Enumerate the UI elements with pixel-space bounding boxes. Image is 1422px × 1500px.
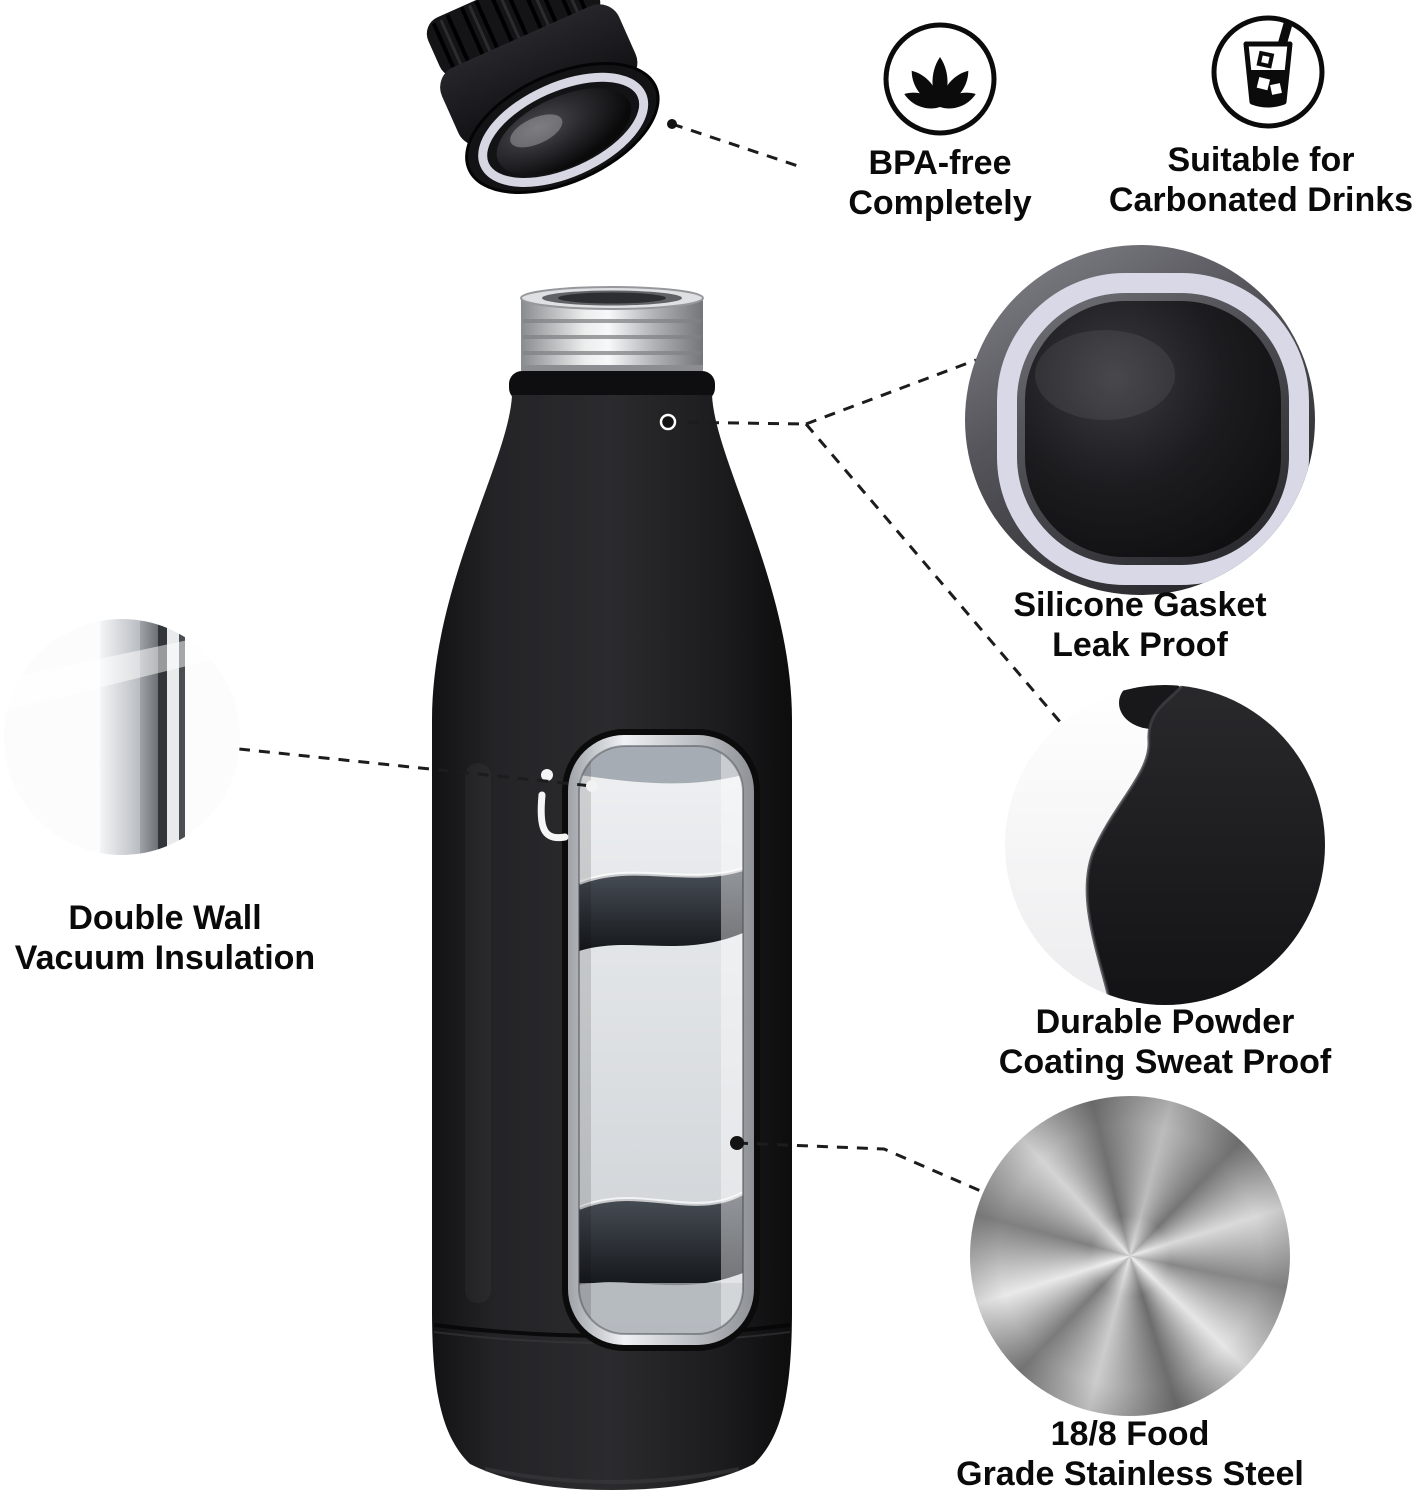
carbonated-line1: Suitable for xyxy=(1167,141,1355,179)
silicone-gasket-line2: Leak Proof xyxy=(1052,626,1228,664)
bpa-free-line1: BPA-free xyxy=(868,144,1012,182)
bottle-cap-illustration xyxy=(408,0,698,262)
cap-ribbed-crown xyxy=(426,0,601,78)
bpa-free-label: BPA-free Completely xyxy=(790,143,1090,223)
stainless-steel-line2: Grade Stainless Steel xyxy=(956,1455,1304,1493)
outer-wall-zoomed xyxy=(140,619,158,855)
silicone-gasket-zoom xyxy=(965,245,1315,595)
cap-face-zoomed xyxy=(1025,301,1281,557)
carbonated-line2: Carbonated Drinks xyxy=(1108,181,1414,219)
bottle-steel-lip xyxy=(520,286,704,371)
stainless-steel-zoom xyxy=(970,1096,1290,1416)
inner-wall-zoomed xyxy=(179,619,185,855)
water-wave-upper xyxy=(579,869,743,951)
powder-coating-line2: Coating Sweat Proof xyxy=(998,1043,1332,1081)
iced-drink-icon xyxy=(1208,12,1328,132)
bottle-shoulder-zoomed xyxy=(1087,685,1325,1005)
powder-coating-line1: Durable Powder xyxy=(1035,1003,1295,1041)
cap-inner-dome xyxy=(496,88,632,176)
double-wall-line2: Vacuum Insulation xyxy=(14,939,316,977)
stainless-steel-line1: 18/8 Food xyxy=(1050,1415,1210,1453)
silicone-gasket-line1: Silicone Gasket xyxy=(1013,586,1267,624)
bottle-illustration xyxy=(425,283,805,1493)
cap-silicone-gasket-ring xyxy=(478,72,649,187)
cap-body xyxy=(440,4,638,146)
stainless-steel-label: 18/8 Food Grade Stainless Steel xyxy=(930,1414,1330,1494)
line-to-gasket-zoom xyxy=(805,358,977,426)
powder-coating-label: Durable Powder Coating Sweat Proof xyxy=(975,1002,1355,1082)
bottle-neck-collar xyxy=(509,371,715,401)
carbonated-label: Suitable for Carbonated Drinks xyxy=(1100,140,1422,220)
double-wall-zoom xyxy=(4,619,240,855)
double-wall-line1: Double Wall xyxy=(68,899,262,937)
cap-group xyxy=(426,0,660,194)
silicone-gasket-label: Silicone Gasket Leak Proof xyxy=(950,585,1330,665)
double-wall-label: Double Wall Vacuum Insulation xyxy=(0,898,330,978)
bpa-free-line2: Completely xyxy=(848,184,1032,222)
powder-coating-zoom xyxy=(1005,685,1325,1005)
leaf-icon xyxy=(880,19,1000,139)
water-wave-lower xyxy=(579,1193,743,1286)
bottle-cutaway-window xyxy=(562,729,760,1351)
gasket-ring-zoomed xyxy=(997,273,1309,585)
